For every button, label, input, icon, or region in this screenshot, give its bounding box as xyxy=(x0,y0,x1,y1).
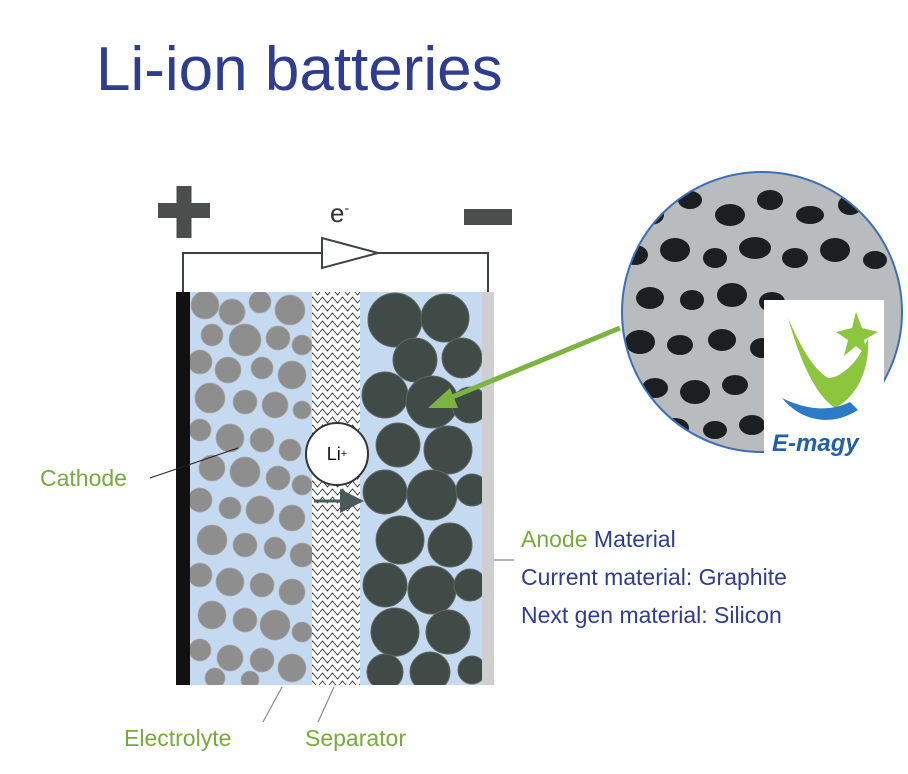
e-magy-logo-text: E-magy xyxy=(772,430,859,457)
lithium-ion: Li+ xyxy=(305,422,369,486)
separator-label: Separator xyxy=(305,725,407,751)
anode-particles xyxy=(361,292,482,685)
anode-word: Anode xyxy=(521,526,588,552)
next-material-text: Next gen material: Silicon xyxy=(521,602,782,628)
magnify-pointer-arrow xyxy=(444,325,621,403)
e-magy-logo-icon xyxy=(782,312,878,420)
porous-silicon-micrograph xyxy=(621,171,903,465)
cathode-leader-line xyxy=(149,447,239,479)
magnify-pointer-arrowhead xyxy=(428,388,458,408)
cathode-current-collector xyxy=(176,292,190,685)
electron-label: e- xyxy=(330,198,350,228)
electrolyte-label: Electrolyte xyxy=(124,725,232,751)
electrolyte-leader-line xyxy=(262,686,283,723)
anode-material-heading: Anode Material xyxy=(521,528,676,551)
separator xyxy=(312,292,360,685)
cathode-label: Cathode xyxy=(40,465,127,491)
current-material-text: Current material: Graphite xyxy=(521,564,787,590)
anode-current-collector xyxy=(482,292,494,685)
separator-leader-line xyxy=(317,686,335,723)
positive-terminal-icon xyxy=(158,186,210,238)
cathode-particles xyxy=(190,292,312,685)
page-title: Li-ion batteries xyxy=(96,35,503,104)
material-word: Material xyxy=(593,526,676,552)
negative-terminal-icon xyxy=(464,209,512,225)
electron-flow-arrow xyxy=(321,236,382,270)
